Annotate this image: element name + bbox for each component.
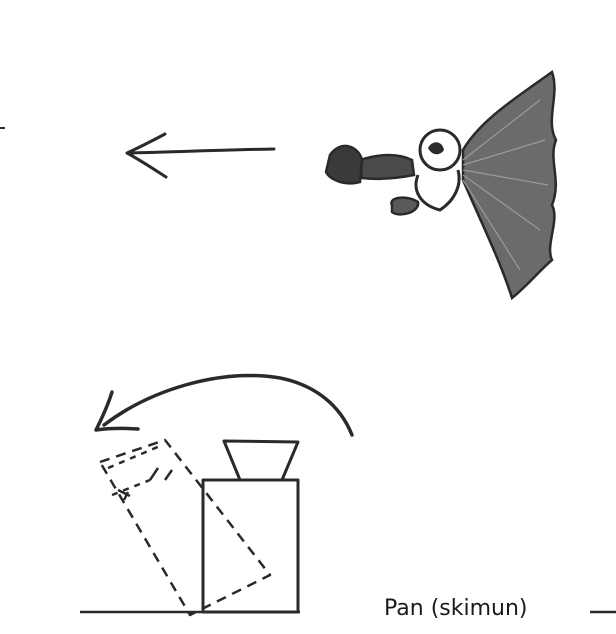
body (416, 170, 459, 210)
caption: Pan (skimun) (384, 596, 528, 621)
foot (326, 146, 362, 183)
arrow-head (127, 134, 166, 177)
swung-marks (118, 468, 172, 500)
person-with-camera-icon (326, 72, 556, 298)
camera-top (224, 441, 298, 480)
arm-and-leg (360, 155, 414, 179)
curve-arc (104, 376, 352, 435)
left-arrow-icon (127, 134, 274, 177)
curved-arrow-icon (96, 376, 352, 435)
arrow-shaft (128, 149, 274, 153)
camera-lens (391, 198, 418, 215)
camera-body (203, 480, 298, 612)
curve-arrow-head (96, 392, 138, 430)
camera-on-tripod-icon (100, 440, 298, 615)
